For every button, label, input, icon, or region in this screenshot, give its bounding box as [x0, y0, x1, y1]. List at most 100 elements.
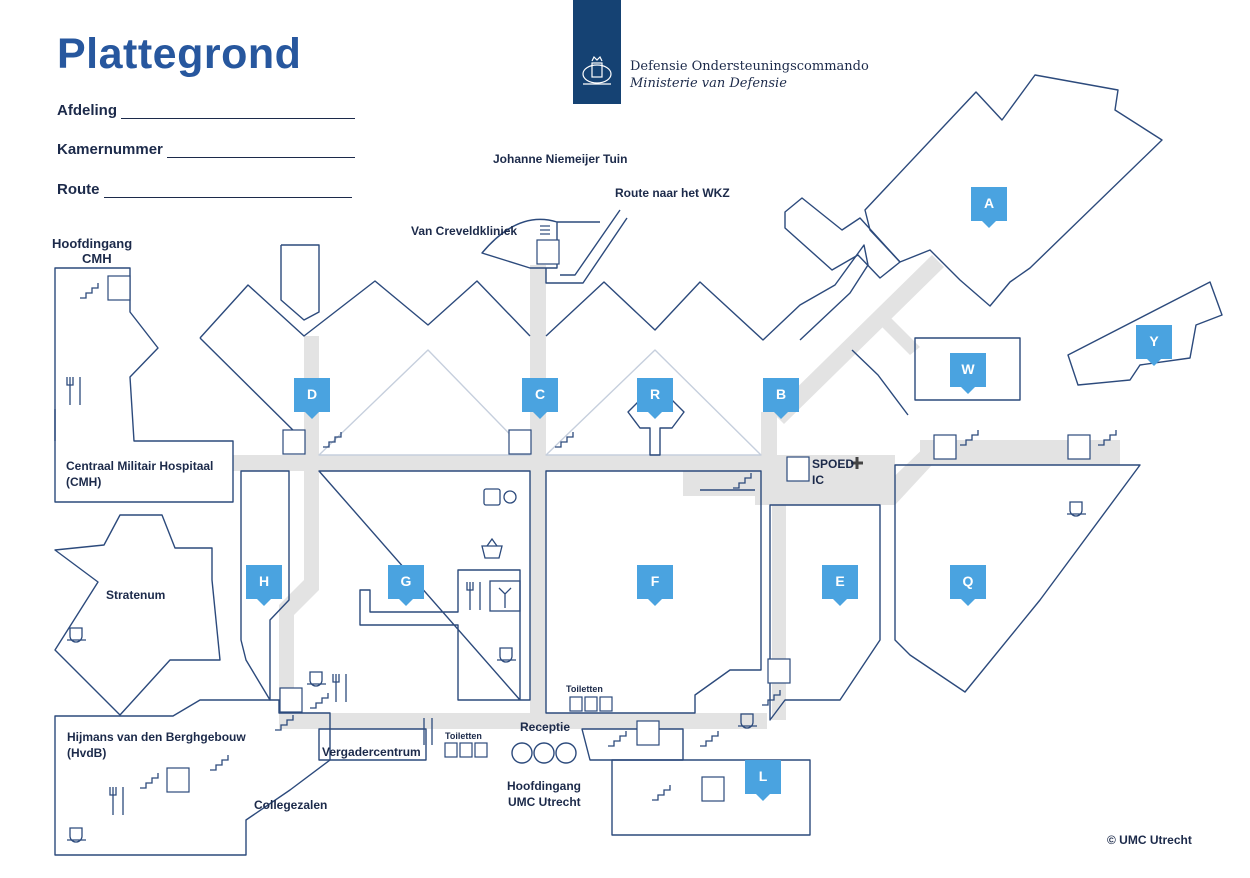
label-cmh-abbr: (CMH): [66, 475, 102, 489]
shop-basket-icon: [481, 537, 503, 559]
wing-badge-e[interactable]: E: [822, 565, 858, 606]
cutlery-icon: [109, 787, 124, 815]
fill-in-line[interactable]: [121, 118, 355, 119]
stairs-icon: [700, 731, 719, 747]
elevator-icon: [1067, 434, 1091, 460]
stairs-icons: [80, 283, 1117, 801]
toilet-icons: [444, 696, 613, 758]
wing-a: [864, 74, 1163, 307]
elevator-icon: [701, 776, 725, 802]
label-cmh-short: CMH: [82, 251, 112, 266]
label-hvdb-abbr: (HvdB): [67, 746, 107, 760]
wing-badge-d[interactable]: D: [294, 378, 330, 419]
elevator-icon: [636, 720, 660, 746]
cutlery-icon: [466, 582, 481, 610]
stairs-icon: [608, 731, 627, 747]
stairs-icon: [80, 283, 99, 299]
fill-in-line[interactable]: [166, 157, 355, 158]
page-title: Plattegrond: [57, 30, 302, 78]
wing-badge-a[interactable]: A: [971, 187, 1007, 228]
label-toiletten: Toiletten: [566, 684, 603, 694]
org-title: Defensie Ondersteuningscommando: [630, 59, 869, 74]
wing-l: [611, 759, 811, 836]
org-subtitle: Ministerie van Defensie: [630, 76, 787, 91]
wing-w: [914, 337, 1021, 401]
wing-badge-r[interactable]: R: [637, 378, 673, 419]
copyright: © UMC Utrecht: [1107, 833, 1192, 847]
rijksoverheid-logo: [573, 0, 621, 104]
hvdb-building: [54, 699, 331, 856]
north-zigzag-west: [199, 337, 305, 442]
stairs-icon: [733, 473, 752, 489]
elevator-icons: [107, 239, 1091, 802]
stairs-icon: [1098, 430, 1117, 446]
coffee-icon: [497, 647, 516, 663]
elevator-icon: [282, 429, 306, 455]
wing-badge-h[interactable]: H: [246, 565, 282, 606]
label-wkz-route: Route naar het WKZ: [615, 186, 730, 200]
field-kamernummer: Kamernummer: [57, 141, 355, 158]
label-hoofdingang-umc: Hoofdingang: [507, 779, 581, 793]
atrium-west: [318, 349, 531, 456]
wing-d-roof: [280, 244, 320, 321]
wing-badge-c[interactable]: C: [522, 378, 558, 419]
escalator-icon: [540, 225, 550, 235]
toilet-icon: [459, 742, 473, 758]
label-vergadercentrum: Vergadercentrum: [322, 745, 421, 759]
stairs-icon: [555, 432, 574, 448]
toilet-icon: [599, 696, 613, 712]
stairs-icon: [140, 773, 159, 789]
wing-badge-l[interactable]: L: [745, 760, 781, 801]
field-label: Kamernummer: [57, 141, 163, 158]
cutlery-icon: [423, 718, 433, 745]
label-ic: IC: [812, 473, 824, 487]
entrance-hall: [581, 728, 684, 761]
coffee-icon: [307, 671, 326, 687]
fill-in-line[interactable]: [103, 197, 352, 198]
wing-badge-y[interactable]: Y: [1136, 325, 1172, 366]
organisation-name: Defensie Ondersteuningscommando Minister…: [630, 58, 869, 92]
wing-badge-b[interactable]: B: [763, 378, 799, 419]
wing-h: [240, 470, 290, 701]
stairs-icon: [960, 430, 979, 446]
north-zigzag-east: [545, 244, 869, 341]
pharmacy-icon: [483, 488, 517, 506]
wing-g: [318, 470, 531, 701]
stairs-icon: [310, 693, 329, 709]
elevator-icon: [166, 767, 190, 793]
wing-badge-q[interactable]: Q: [950, 565, 986, 606]
cutlery-icon: [332, 674, 347, 702]
label-hoofdingang-cmh: Hoofdingang: [52, 236, 133, 251]
stairs-icon: [275, 715, 294, 731]
toilet-icon: [474, 742, 488, 758]
flowers-icon: [489, 580, 521, 612]
elevator-icon: [536, 239, 560, 265]
label-tuin: Johanne Niemeijer Tuin: [493, 152, 628, 166]
coffee-icon: [738, 713, 757, 729]
field-label: Afdeling: [57, 102, 117, 119]
north-zigzag: [199, 280, 531, 339]
wing-badge-f[interactable]: F: [637, 565, 673, 606]
label-spoed: SPOED: [812, 457, 855, 471]
wing-q: [894, 464, 1141, 693]
amenity-icons: [66, 377, 1086, 843]
label-hvdb: Hijmans van den Berghgebouw: [67, 730, 246, 744]
stairs-icon: [652, 785, 671, 801]
cutlery-icon: [66, 377, 81, 405]
coffee-icon: [1067, 501, 1086, 517]
crest-icon: [582, 55, 612, 85]
plus-icon: [851, 457, 863, 469]
stairs-icon: [323, 432, 342, 448]
stairs-icon: [762, 690, 781, 706]
elevator-icon: [786, 456, 810, 482]
stairs-icon: [210, 755, 229, 771]
corridors: [233, 255, 1120, 729]
wing-badge-w[interactable]: W: [950, 353, 986, 394]
elevator-icon: [279, 687, 303, 713]
wing-badge-g[interactable]: G: [388, 565, 424, 606]
elevator-icon: [933, 434, 957, 460]
toilet-icon: [584, 696, 598, 712]
coffee-icon: [67, 827, 86, 843]
wheelchair-icon: [569, 696, 583, 712]
